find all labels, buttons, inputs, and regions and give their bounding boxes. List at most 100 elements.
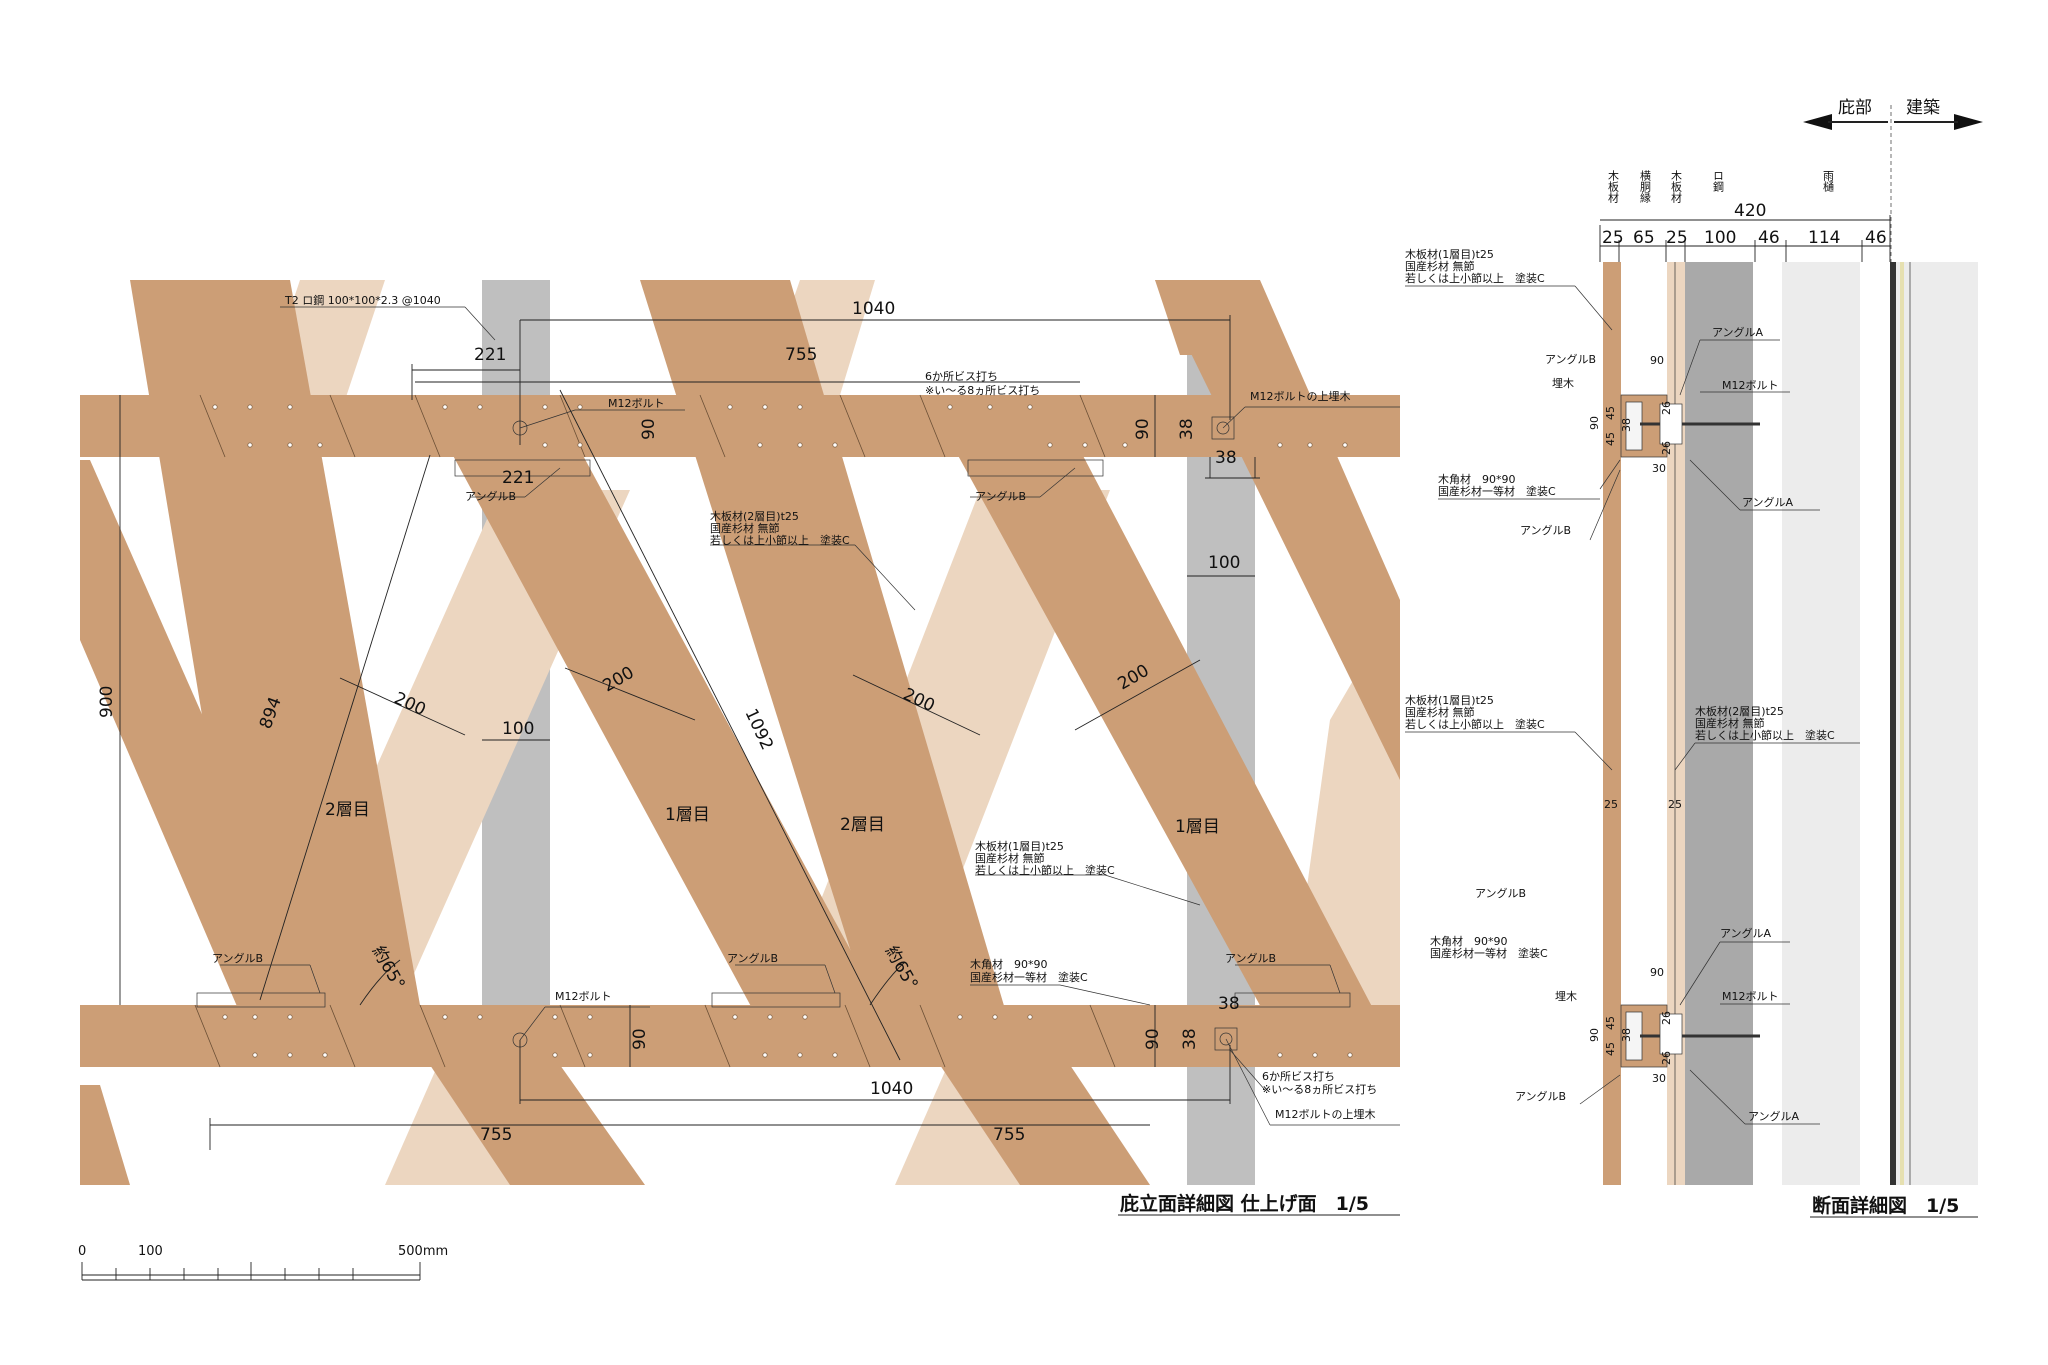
svg-text:木角材 90*90: 木角材 90*90	[1430, 934, 1508, 948]
svg-text:国産杉材 無節: 国産杉材 無節	[1695, 716, 1765, 730]
label-layer2-b: 2層目	[840, 815, 885, 835]
note-kaku-1: 木角材 90*90	[970, 957, 1048, 971]
board-layer1-b	[130, 280, 420, 1005]
svg-text:アングルB: アングルB	[1475, 886, 1526, 900]
dim-100-mid: 100	[502, 719, 534, 739]
elevation-notes: M12ボルト M12ボルトの上埋木 6か所ビス打ち ※い～る8ヵ所ビス打ち アン…	[212, 369, 1377, 1121]
section-notes: 木板材(1層目)t25 国産杉材 無節 若しくは上小節以上 塗装C アングルB …	[1405, 247, 1835, 1123]
section-board-outer	[1603, 262, 1621, 1185]
beam-bottom	[80, 1005, 1400, 1067]
note-layer1-1: 木板材(1層目)t25	[975, 839, 1064, 853]
svg-text:埋木: 埋木	[1552, 377, 1574, 390]
bolt-box-bottom	[1214, 1027, 1238, 1051]
beam-edge-lines	[194, 394, 1116, 1068]
svg-text:38: 38	[1620, 1028, 1633, 1042]
dim-221-mid: 221	[502, 468, 534, 488]
elevation-title: 庇立面詳細図 仕上げ面 1/5	[1120, 1192, 1369, 1215]
note-layer2-1: 木板材(2層目)t25	[710, 509, 799, 523]
dim-90-bottom-b: 90	[1143, 1028, 1163, 1050]
svg-text:アングルB: アングルB	[1545, 352, 1596, 366]
section-total: 420	[1734, 201, 1766, 221]
svg-text:国産杉材 無節: 国産杉材 無節	[1405, 705, 1475, 719]
svg-text:木角材 90*90: 木角材 90*90	[1438, 472, 1516, 486]
scale-500: 500mm	[398, 1244, 448, 1259]
svg-text:38: 38	[1620, 418, 1633, 432]
svg-text:26: 26	[1660, 441, 1673, 455]
dim-755-bl: 755	[480, 1125, 512, 1145]
svg-text:100: 100	[1704, 228, 1736, 248]
arrow-right-label: 建築	[1906, 98, 1940, 118]
dim-100-top: 100	[1208, 553, 1240, 573]
note-layer1-3: 若しくは上小節以上 塗装C	[975, 863, 1115, 877]
dim-1092: 1092	[740, 706, 776, 754]
svg-text:M12ボルト: M12ボルト	[1722, 379, 1779, 392]
section-kakuzai	[1620, 394, 1760, 1068]
bolt-bottom-b: M12ボルトの上埋木	[1275, 1108, 1376, 1121]
board-layer1-bl	[80, 1085, 130, 1185]
section-widths: 25 65 25 100 46 114 46	[1602, 228, 1887, 248]
dim-38-top-h: 38	[1215, 448, 1237, 468]
bolt-top-a: M12ボルト	[608, 397, 665, 410]
section-gutter	[1782, 262, 1860, 1185]
board-layer1-top-r	[1155, 280, 1230, 355]
scale-bar: 0 100 500mm	[78, 1244, 448, 1281]
svg-text:アングルA: アングルA	[1712, 325, 1764, 339]
angle-plates	[196, 459, 1351, 1008]
note-kaku-2: 国産杉材一等材 塗装C	[970, 970, 1088, 984]
dim-1040-top: 1040	[852, 299, 895, 319]
col-5: 雨樋	[1822, 170, 1835, 192]
dim-755-br: 755	[993, 1125, 1025, 1145]
svg-text:アングルA: アングルA	[1748, 1109, 1800, 1123]
svg-text:25: 25	[1604, 798, 1618, 811]
section-leaders	[1405, 285, 1860, 1125]
screw-top-1: 6か所ビス打ち	[925, 369, 998, 383]
dim-38-bottom-h: 38	[1218, 994, 1240, 1014]
bolt-box-top	[1211, 416, 1235, 440]
note-layer1-2: 国産杉材 無節	[975, 851, 1045, 865]
svg-text:26: 26	[1660, 401, 1673, 415]
label-layer1-a: 1層目	[665, 805, 710, 825]
arrow-left-label: 庇部	[1838, 98, 1872, 118]
board-layer1-e	[955, 450, 1400, 1060]
svg-text:アングルB: アングルB	[1520, 523, 1571, 537]
beam-top	[80, 395, 1400, 457]
section-title: 断面詳細図 1/5	[1812, 1194, 1959, 1217]
col-3: 木板材	[1670, 170, 1683, 203]
dim-90-top-a: 90	[639, 418, 659, 440]
svg-text:30: 30	[1652, 462, 1666, 475]
bolt-bottom-a: M12ボルト	[555, 990, 612, 1003]
screw-dots	[212, 404, 1353, 1058]
col-2: 横胴縁	[1639, 169, 1652, 203]
svg-text:国産杉材 無節: 国産杉材 無節	[1405, 259, 1475, 273]
elevation-drawing: T2 ロ鋼 100*100*2.3 @1040 1040 221 755 221…	[80, 280, 1400, 1216]
svg-text:木板材(1層目)t25: 木板材(1層目)t25	[1405, 693, 1494, 707]
svg-text:若しくは上小節以上 塗装C: 若しくは上小節以上 塗装C	[1695, 728, 1835, 742]
screw-top-2: ※い～る8ヵ所ビス打ち	[925, 383, 1040, 397]
svg-text:46: 46	[1758, 228, 1780, 248]
svg-text:46: 46	[1865, 228, 1887, 248]
svg-text:埋木: 埋木	[1555, 990, 1577, 1003]
dim-221-top: 221	[474, 345, 506, 365]
svg-text:アングルA: アングルA	[1720, 926, 1772, 940]
svg-text:45: 45	[1604, 1016, 1617, 1030]
dim-38-bottom-v: 38	[1180, 1028, 1200, 1050]
svg-text:114: 114	[1808, 228, 1840, 248]
section-dim-chain	[1599, 215, 1891, 262]
svg-text:90: 90	[1588, 416, 1601, 430]
elevation-labels: T2 ロ鋼 100*100*2.3 @1040 1040 221 755 221…	[97, 293, 1240, 1145]
svg-text:90: 90	[1650, 354, 1664, 367]
svg-text:アングルB: アングルB	[1515, 1089, 1566, 1103]
svg-text:25: 25	[1668, 798, 1682, 811]
section-col-headings: 木板材 横胴縁 木板材 ロ鋼 雨樋	[1607, 169, 1835, 203]
note-layer2-2: 国産杉材 無節	[710, 521, 780, 535]
svg-text:木板材(2層目)t25: 木板材(2層目)t25	[1695, 704, 1784, 718]
angleB-1: アングルB	[465, 489, 516, 503]
section-building-edge	[1890, 262, 1896, 1185]
svg-text:45: 45	[1604, 1042, 1617, 1056]
dim-90-top-b: 90	[1133, 418, 1153, 440]
dim-755-top: 755	[785, 345, 817, 365]
col-1: 木板材	[1607, 170, 1620, 203]
dim-900: 900	[97, 686, 117, 718]
dimension-lines	[119, 315, 1260, 1150]
svg-text:25: 25	[1602, 228, 1624, 248]
